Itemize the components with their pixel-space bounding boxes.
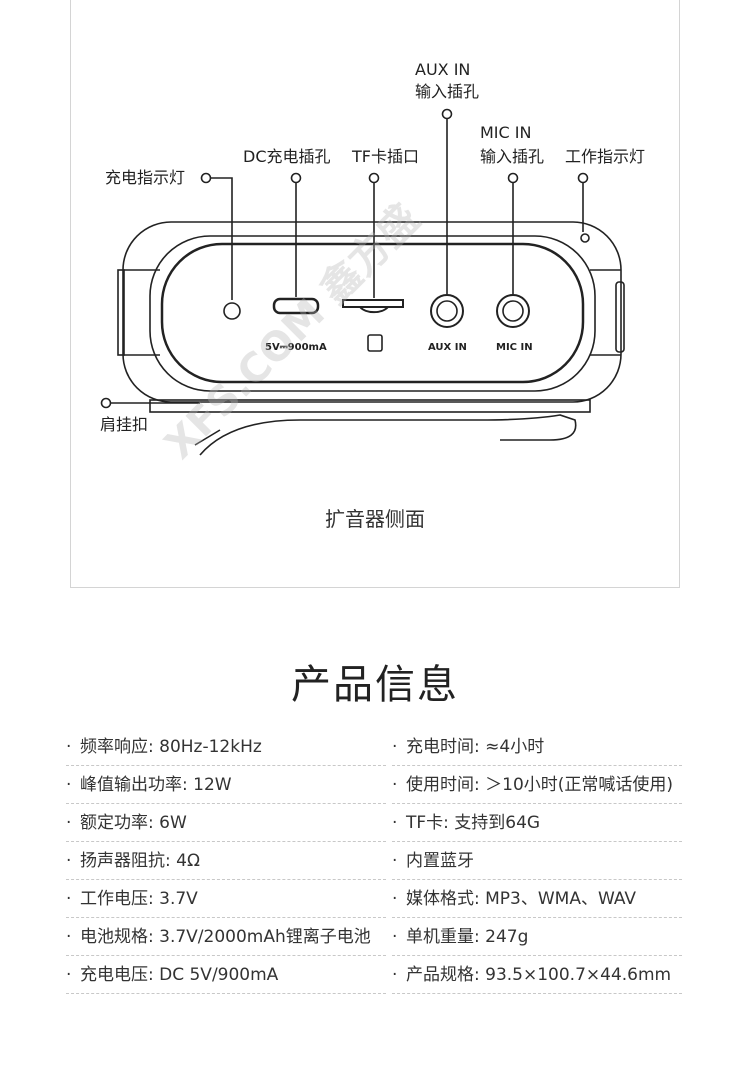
section-title: 产品信息 bbox=[291, 662, 459, 708]
speaker-body bbox=[122, 221, 622, 403]
spec-item: ·TF卡: 支持到64G bbox=[392, 804, 682, 842]
tf-slot bbox=[342, 299, 404, 314]
spec-item: ·峰值输出功率: 12W bbox=[66, 766, 386, 804]
shoulder-clip bbox=[149, 399, 591, 413]
mic-panel-mark: MIC IN bbox=[496, 342, 533, 353]
callout-mic-line2: 输入插孔 bbox=[480, 147, 545, 166]
callout-charge-led: 充电指示灯 bbox=[105, 168, 186, 187]
spec-item: ·充电电压: DC 5V/900mA bbox=[66, 956, 386, 994]
spec-item: ·使用时间: ＞10小时(正常喊话使用) bbox=[392, 766, 682, 804]
callout-tf-slot: TF卡插口 bbox=[352, 147, 419, 166]
spec-item: ·额定功率: 6W bbox=[66, 804, 386, 842]
spec-item: ·单机重量: 247g bbox=[392, 918, 682, 956]
callout-work-led: 工作指示灯 bbox=[565, 147, 646, 166]
spec-item: ·工作电压: 3.7V bbox=[66, 880, 386, 918]
spec-item: ·充电时间: ≈4小时 bbox=[392, 728, 682, 766]
charge-led bbox=[223, 302, 241, 320]
work-led bbox=[580, 233, 590, 243]
spec-item: ·媒体格式: MP3、WMA、WAV bbox=[392, 880, 682, 918]
spec-item: ·产品规格: 93.5×100.7×44.6mm bbox=[392, 956, 682, 994]
callout-clip: 肩挂扣 bbox=[100, 415, 149, 434]
spec-item: ·电池规格: 3.7V/2000mAh锂离子电池 bbox=[66, 918, 386, 956]
dc-panel-mark: 5V⎓900mA bbox=[265, 342, 327, 353]
speaker-panel bbox=[160, 242, 585, 384]
aux-panel-mark: AUX IN bbox=[428, 342, 467, 353]
callout-aux-line2: 输入插孔 bbox=[415, 82, 480, 101]
tf-card-icon bbox=[367, 334, 383, 352]
callout-mic-line1: MIC IN bbox=[480, 123, 532, 142]
callout-aux-line1: AUX IN bbox=[415, 60, 471, 79]
callout-dc-jack: DC充电插孔 bbox=[243, 147, 331, 166]
micro-usb-port bbox=[272, 297, 320, 315]
spec-item: ·频率响应: 80Hz-12kHz bbox=[66, 728, 386, 766]
spec-item: ·扬声器阻抗: 4Ω bbox=[66, 842, 386, 880]
diagram-frame bbox=[70, 0, 680, 588]
aux-jack bbox=[430, 294, 464, 328]
spec-item: ·内置蓝牙 bbox=[392, 842, 682, 880]
diagram-caption: 扩音器侧面 bbox=[325, 507, 425, 531]
mic-jack bbox=[496, 294, 530, 328]
speaker-side-diagram bbox=[100, 108, 625, 456]
